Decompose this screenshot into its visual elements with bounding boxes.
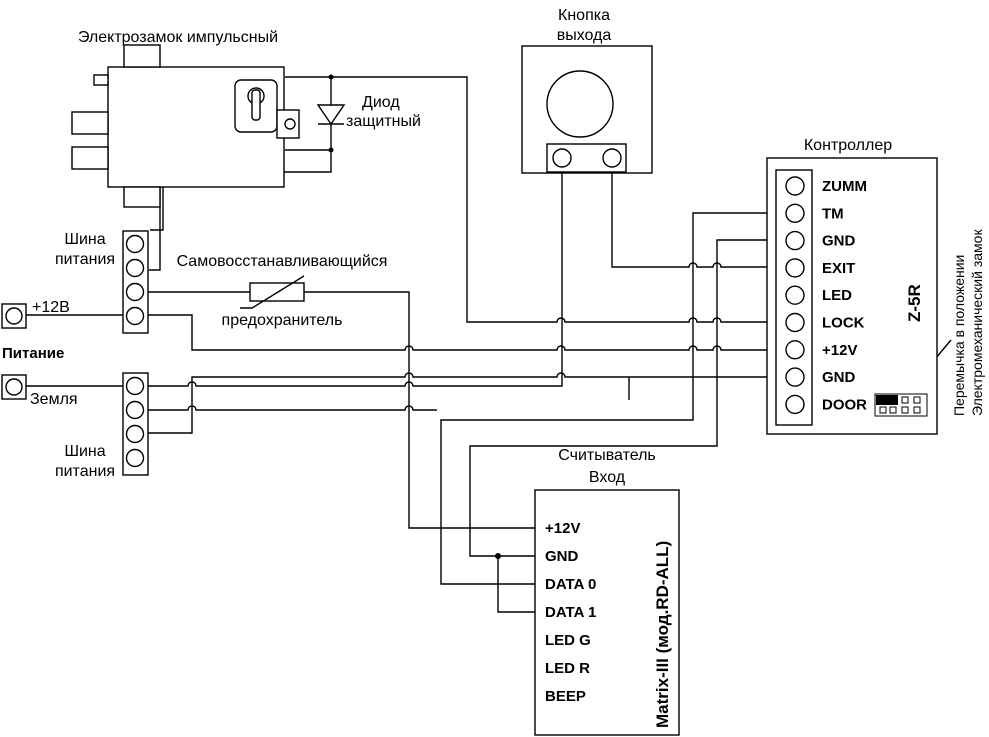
exit-button: Кнопка выхода — [521, 7, 653, 174]
reader-terminal-label: GND — [545, 548, 579, 565]
controller-terminal-label: GND — [822, 233, 856, 250]
bus-terminal — [125, 400, 145, 420]
ground-terminal-screw — [5, 378, 23, 396]
jumper-pin — [913, 396, 921, 404]
jumper-pin — [901, 396, 909, 404]
wire-tm-data0 — [440, 212, 784, 585]
diode-triangle-icon — [316, 104, 346, 126]
lock-bolt-2 — [71, 146, 109, 170]
controller-terminal-label: +12V — [822, 342, 857, 359]
reader-terminal-label: LED R — [545, 660, 590, 677]
reader-title-2: Вход — [589, 469, 626, 486]
jumper-pin — [879, 406, 887, 414]
controller-terminal — [785, 176, 805, 196]
fuse-label-2: предохранитель — [222, 312, 343, 329]
power-bus-bottom: Шина питания — [55, 372, 149, 480]
controller-terminal-label: TM — [822, 205, 844, 222]
controller-terminal — [785, 285, 805, 305]
controller-terminal-label: ZUMM — [822, 178, 867, 195]
electric-lock: Электрозамок импульсный — [71, 29, 300, 208]
wire-ground-2 — [145, 405, 437, 411]
controller-terminal-label: LOCK — [822, 315, 865, 332]
ground-label: Земля — [30, 391, 78, 408]
controller-terminal — [785, 312, 805, 333]
power-title: Питание — [2, 345, 64, 362]
lock-mount-bottom — [123, 186, 161, 208]
button-title-2: выхода — [557, 27, 612, 44]
reader-terminal-label: +12V — [545, 520, 580, 537]
controller: ZUMM TM GND EXIT LED LOCK +12V GND DOOR Контролл… — [766, 137, 985, 435]
fuse: Самовосстанавливающийся предохранитель — [177, 253, 388, 329]
bus-terminal — [125, 448, 145, 468]
lock-bolt-1 — [71, 111, 109, 135]
wire-12v-controller — [145, 314, 784, 351]
wire-gnd-reader — [469, 239, 784, 557]
bus-terminal — [125, 376, 145, 396]
jumper-cap — [876, 395, 898, 405]
controller-terminal-label: DOOR — [822, 396, 867, 413]
controller-terminal — [785, 340, 805, 360]
jumper-label-2: Электромеханический замок — [969, 229, 985, 416]
lock-keyhole — [251, 89, 261, 121]
bus-terminal — [125, 258, 145, 278]
jumper-label-1: Перемычка в положении — [951, 255, 967, 416]
controller-terminal — [785, 367, 805, 387]
bus-terminal — [125, 234, 145, 254]
wire-fuse-to-reader — [304, 291, 535, 529]
lock-title: Электрозамок импульсный — [78, 29, 278, 46]
lock-screw — [284, 118, 296, 130]
fuse-symbol-icon — [240, 275, 305, 309]
power-input: +12В Питание Земля — [1, 299, 78, 408]
jumper-pin — [889, 406, 897, 414]
reader-terminal-label: BEEP — [545, 688, 586, 705]
reader-model: Matrix-III (мод.RD-ALL) — [653, 541, 672, 728]
junction-dot — [495, 553, 501, 559]
wire-exit — [611, 160, 784, 268]
diode-label-1: Диод — [362, 94, 400, 111]
junction-dot — [328, 147, 334, 153]
plus12-terminal-screw — [5, 307, 23, 325]
bus-terminal — [125, 282, 145, 302]
button-terminal — [602, 148, 622, 168]
wire-ground-controller — [145, 372, 784, 434]
controller-terminal-label: GND — [822, 369, 856, 386]
reader-body — [534, 489, 680, 736]
button-terminal — [552, 148, 572, 168]
power-bus-top: Шина питания — [55, 230, 149, 334]
bus-top-label-2: питания — [55, 251, 115, 268]
bus-bottom-label-2: питания — [55, 463, 115, 480]
reader-title-1: Считыватель — [558, 447, 656, 464]
controller-terminal — [785, 258, 805, 278]
plus12-label: +12В — [32, 299, 70, 316]
lock-pin — [93, 74, 109, 86]
bus-terminal — [125, 306, 145, 326]
reader-terminal-label: DATA 1 — [545, 604, 596, 621]
reader-terminal-label: LED G — [545, 632, 591, 649]
reader: +12V GND DATA 0 DATA 1 LED G LED R BEEP Считыв… — [534, 447, 680, 736]
bus-top-label-1: Шина — [64, 231, 105, 248]
wire-gnd-data1 — [497, 556, 535, 613]
controller-terminal — [785, 203, 805, 224]
bus-terminal — [125, 424, 145, 444]
button-cap-icon — [546, 70, 614, 138]
controller-terminal-label: LED — [822, 287, 852, 304]
bus-bottom-label-1: Шина — [64, 443, 105, 460]
controller-terminal-label: EXIT — [822, 260, 855, 277]
button-title-1: Кнопка — [558, 7, 610, 24]
wire-ground-button — [145, 160, 563, 387]
fuse-label-1: Самовосстанавливающийся — [177, 253, 388, 270]
lock-mount-top — [123, 44, 161, 68]
diode: Диод защитный — [316, 94, 421, 130]
controller-terminal — [785, 394, 805, 415]
diode-label-2: защитный — [346, 113, 421, 130]
controller-title: Контроллер — [804, 137, 892, 154]
jumper-pin — [913, 406, 921, 414]
jumper-pin — [901, 406, 909, 414]
reader-terminal-label: DATA 0 — [545, 576, 596, 593]
jumper-icon — [874, 393, 928, 417]
controller-terminal — [785, 230, 805, 251]
controller-model: Z-5R — [905, 284, 924, 322]
junction-dot — [328, 74, 334, 80]
